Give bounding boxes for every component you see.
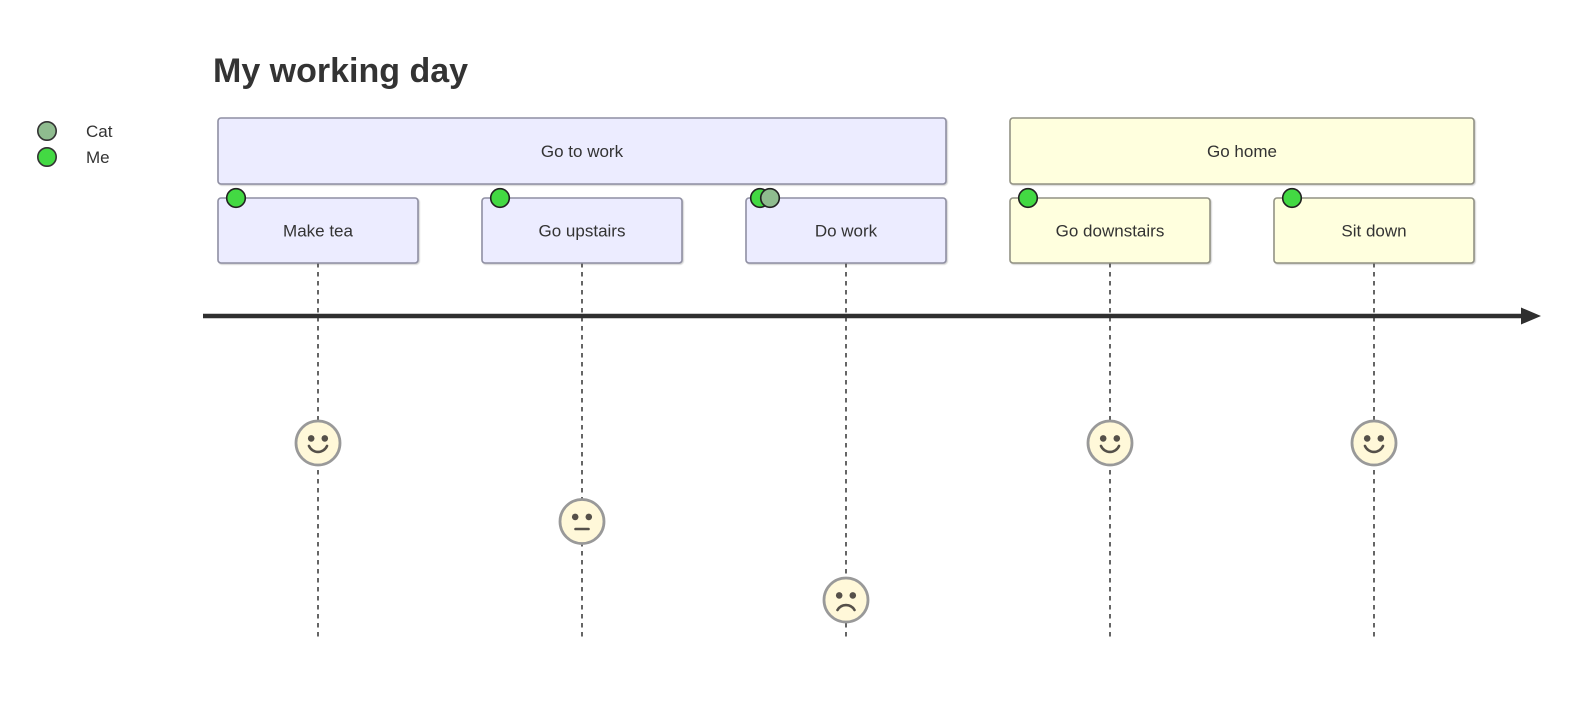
task-box-make-tea (217, 197, 419, 264)
mood-face-happy-make-tea (294, 419, 342, 467)
face-eye-right (585, 513, 593, 521)
task-label-sit-down: Sit down (1341, 222, 1406, 241)
task-box-do-work (745, 197, 947, 264)
mood-face-happy-go-downstairs (1086, 419, 1134, 467)
task-boxes: Make tea Go upstairs Do work Go downstairs S… (217, 187, 1475, 264)
face-eye-right (321, 435, 329, 442)
face-mouth-smile (1099, 444, 1121, 454)
face-eye-right (849, 592, 857, 599)
mood-face-sad-do-work (822, 576, 870, 624)
actor-dot-me-on-go-upstairs (489, 187, 511, 209)
task-box-go-upstairs (481, 197, 683, 264)
actor-dot-cat-on-do-work (759, 187, 781, 209)
mood-faces (294, 419, 1398, 624)
face-circle (1350, 419, 1398, 467)
face-eye-left (307, 435, 315, 442)
mood-face-neutral-go-upstairs (558, 498, 606, 545)
face-eye-left (571, 513, 579, 521)
section-label-go-home: Go home (1207, 142, 1277, 161)
legend-label-cat: Cat (86, 122, 113, 141)
section-bars: Go to work Go home (217, 117, 1475, 185)
legend-dot-me (36, 147, 57, 168)
mood-face-happy-sit-down (1350, 419, 1398, 467)
face-eye-right (1113, 435, 1121, 442)
task-label-make-tea: Make tea (283, 222, 353, 241)
face-eye-right (1377, 435, 1385, 442)
actor-dot-me-on-go-downstairs (1017, 187, 1039, 209)
section-bar-go-to-work (217, 117, 947, 185)
section-bar-go-home (1009, 117, 1475, 185)
face-eye-left (1363, 435, 1371, 442)
timeline-arrow (203, 307, 1541, 325)
task-label-go-upstairs: Go upstairs (539, 222, 626, 241)
face-circle (294, 419, 342, 467)
face-circle (1086, 419, 1134, 467)
face-eye-left (835, 592, 843, 599)
legend-label-me: Me (86, 148, 110, 167)
task-box-go-downstairs (1009, 197, 1211, 264)
actor-dot-me-on-make-tea (225, 187, 247, 209)
task-label-go-downstairs: Go downstairs (1056, 222, 1165, 241)
face-mouth-smile (307, 444, 329, 454)
actor-dot-me-on-sit-down (1281, 187, 1303, 209)
section-label-go-to-work: Go to work (541, 142, 624, 161)
diagram-title: My working day (213, 52, 468, 90)
face-circle (558, 498, 606, 545)
legend-dot-cat (36, 121, 57, 142)
face-circle (822, 576, 870, 624)
face-mouth-smile (1363, 444, 1385, 454)
task-label-do-work: Do work (815, 222, 878, 241)
face-mouth-frown (836, 603, 856, 612)
task-box-sit-down (1273, 197, 1475, 264)
timeline-arrowhead-icon (1521, 307, 1541, 325)
face-eye-left (1099, 435, 1107, 442)
